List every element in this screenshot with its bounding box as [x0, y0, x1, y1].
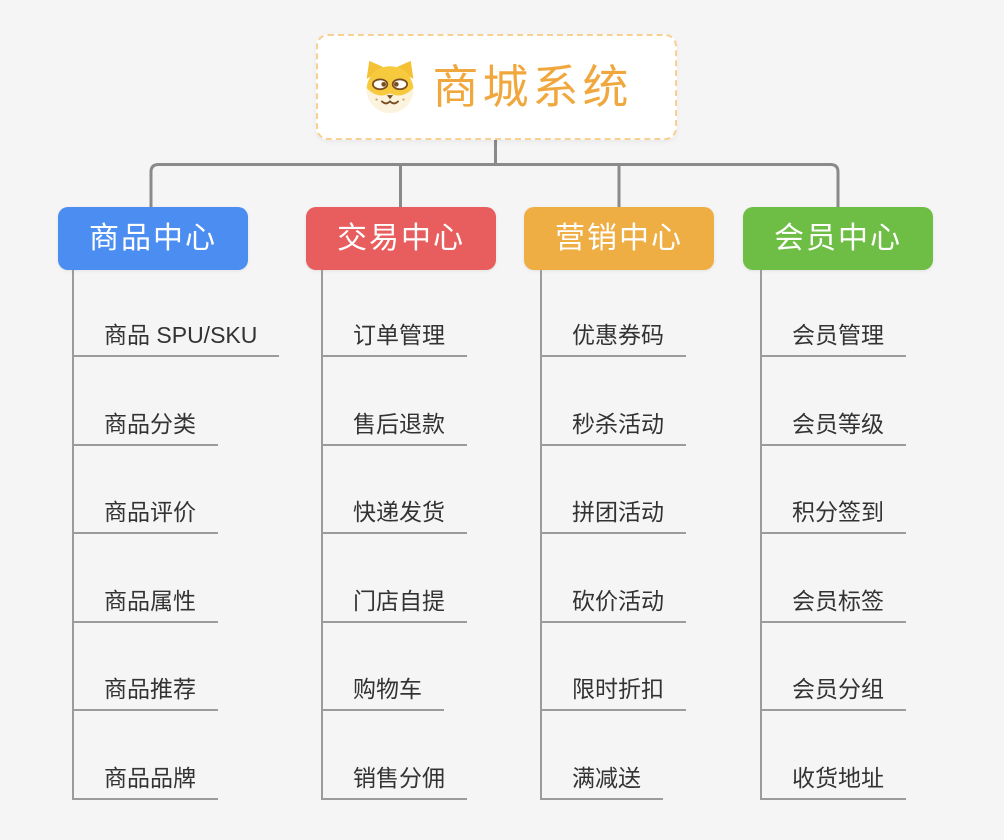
leaf-node[interactable]: 优惠券码	[540, 320, 686, 357]
branch-label: 商品中心	[89, 221, 217, 255]
leaf-node[interactable]: 商品分类	[72, 409, 218, 446]
shiba-dog-icon	[366, 60, 413, 114]
leaf-node[interactable]: 快递发货	[321, 497, 467, 534]
branch-node-trade-center[interactable]: 交易中心	[306, 207, 496, 270]
branch-label: 交易中心	[337, 221, 465, 255]
leaf-node[interactable]: 秒杀活动	[540, 409, 686, 446]
branch-node-member-center[interactable]: 会员中心	[743, 207, 933, 270]
leaf-node[interactable]: 会员分组	[760, 674, 906, 711]
branch-child-spine	[760, 270, 762, 800]
branch-child-spine	[540, 270, 542, 800]
leaf-node[interactable]: 购物车	[321, 674, 444, 711]
branch-node-marketing-center[interactable]: 营销中心	[524, 207, 714, 270]
leaf-node[interactable]: 满减送	[540, 763, 663, 800]
leaf-node[interactable]: 商品属性	[72, 586, 218, 623]
leaf-node[interactable]: 积分签到	[760, 497, 906, 534]
root-title: 商城系统	[432, 61, 633, 113]
leaf-node[interactable]: 商品品牌	[72, 763, 218, 800]
leaf-node[interactable]: 订单管理	[321, 320, 467, 357]
branch-child-spine	[72, 270, 74, 800]
leaf-node[interactable]: 销售分佣	[321, 763, 467, 800]
leaf-node[interactable]: 砍价活动	[540, 586, 686, 623]
leaf-node[interactable]: 会员标签	[760, 586, 906, 623]
leaf-node[interactable]: 门店自提	[321, 586, 467, 623]
branch-node-product-center[interactable]: 商品中心	[58, 207, 248, 270]
leaf-node[interactable]: 会员管理	[760, 320, 906, 357]
leaf-node[interactable]: 限时折扣	[540, 674, 686, 711]
leaf-node[interactable]: 商品推荐	[72, 674, 218, 711]
branch-label: 会员中心	[774, 221, 902, 255]
branch-child-spine	[321, 270, 323, 800]
leaf-node[interactable]: 拼团活动	[540, 497, 686, 534]
leaf-node[interactable]: 商品评价	[72, 497, 218, 534]
leaf-node[interactable]: 收货地址	[760, 763, 906, 800]
root-node[interactable]: 商城系统	[316, 34, 677, 140]
leaf-node[interactable]: 会员等级	[760, 409, 906, 446]
leaf-node[interactable]: 商品 SPU/SKU	[72, 320, 280, 357]
leaf-node[interactable]: 售后退款	[321, 409, 467, 446]
branch-label: 营销中心	[555, 221, 683, 255]
